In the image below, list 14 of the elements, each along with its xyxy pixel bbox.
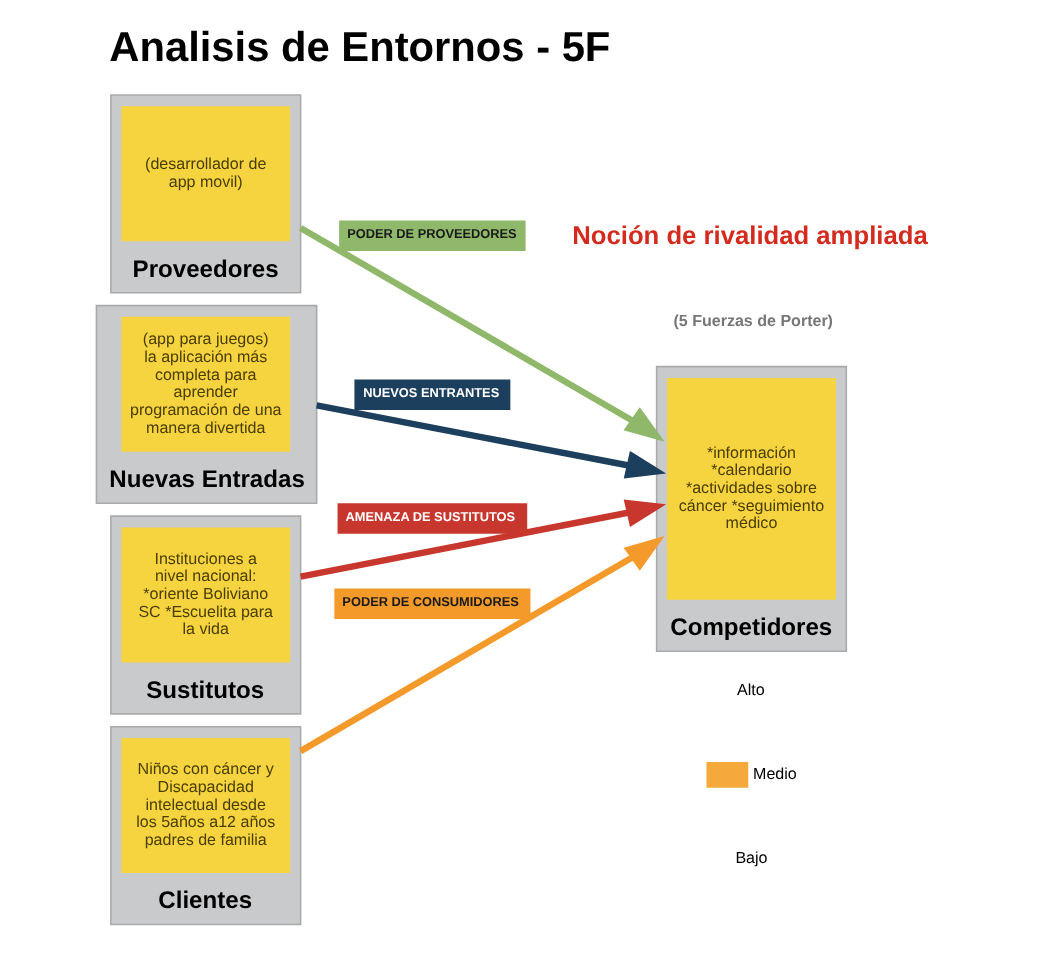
label: Noción de rivalidad ampliada <box>572 220 928 251</box>
node-box: Instituciones a nivel nacional: *oriente Boliviano SC *Escuelita para la vida <box>121 527 291 663</box>
node-box: (desarrollador de app movil) <box>121 106 291 242</box>
node-box: Niños con cáncer y Discapacidad intelectual desde los 5años a12 años padres de familia <box>121 738 291 874</box>
diagram-title: Analisis de Entornos - 5F <box>109 24 611 71</box>
legend-label: Medio <box>753 764 797 783</box>
legend-label: Alto <box>737 681 765 700</box>
arrow <box>316 402 667 479</box>
label: (5 Fuerzas de Porter) <box>673 311 833 330</box>
arrow <box>298 536 665 754</box>
legend-label: Bajo <box>735 848 768 867</box>
arrow <box>298 225 665 442</box>
node-box: (app para juegos) la aplicación más completa para aprender programación de una manera divertida <box>121 316 291 452</box>
node-box: *información *calendario *actividades sobre cáncer *seguimiento médico <box>667 377 836 600</box>
